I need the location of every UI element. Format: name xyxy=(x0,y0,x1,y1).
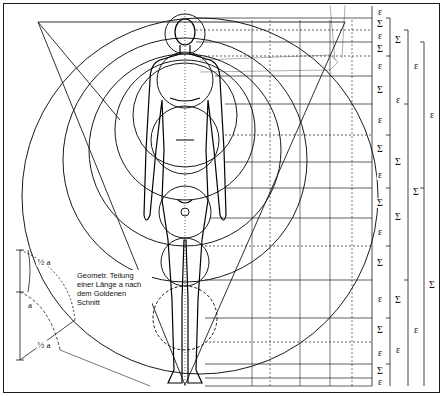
proportion-symbol: Σ xyxy=(376,144,384,154)
proportion-symbol: ε xyxy=(413,325,419,335)
dimension-label: ½ a xyxy=(37,258,52,267)
proportion-symbol: ε xyxy=(429,110,435,120)
proportion-symbol: Σ xyxy=(376,44,384,54)
dimension-label: a xyxy=(27,301,33,310)
proportion-symbol: Σ xyxy=(376,325,384,335)
proportion-symbol: Σ xyxy=(376,366,384,376)
proportion-symbol: Σ xyxy=(394,295,402,305)
proportion-symbol: ε xyxy=(377,294,383,304)
proportion-symbol: Σ xyxy=(394,212,402,222)
proportion-symbol: ε xyxy=(413,61,419,71)
proportion-symbol: ε xyxy=(377,7,383,17)
proportion-symbol: Σ xyxy=(376,258,384,268)
proportion-symbol: ε xyxy=(395,345,401,355)
proportion-symbol: ε xyxy=(377,61,383,71)
proportion-symbol: Σ xyxy=(412,187,420,197)
proportion-symbol: ε xyxy=(377,31,383,41)
proportion-symbol: Σ xyxy=(428,280,436,290)
proportion-symbol: ε xyxy=(377,377,383,387)
proportion-symbol: ε xyxy=(377,170,383,180)
proportion-symbol: ε xyxy=(377,115,383,125)
proportion-symbol: Σ xyxy=(394,157,402,167)
proportion-symbol: Σ xyxy=(394,35,402,45)
proportion-symbol: ε xyxy=(377,227,383,237)
proportion-symbol: ε xyxy=(395,95,401,105)
dimension-label: ½ a xyxy=(37,341,52,350)
proportion-symbol: Σ xyxy=(376,85,384,95)
proportion-symbol: Σ xyxy=(376,19,384,29)
proportion-symbol: ε xyxy=(377,348,383,358)
proportion-symbol: Σ xyxy=(376,198,384,208)
frame xyxy=(4,4,440,393)
note-text: Geometr. Teilung einer Länge a nach dem … xyxy=(76,270,152,308)
